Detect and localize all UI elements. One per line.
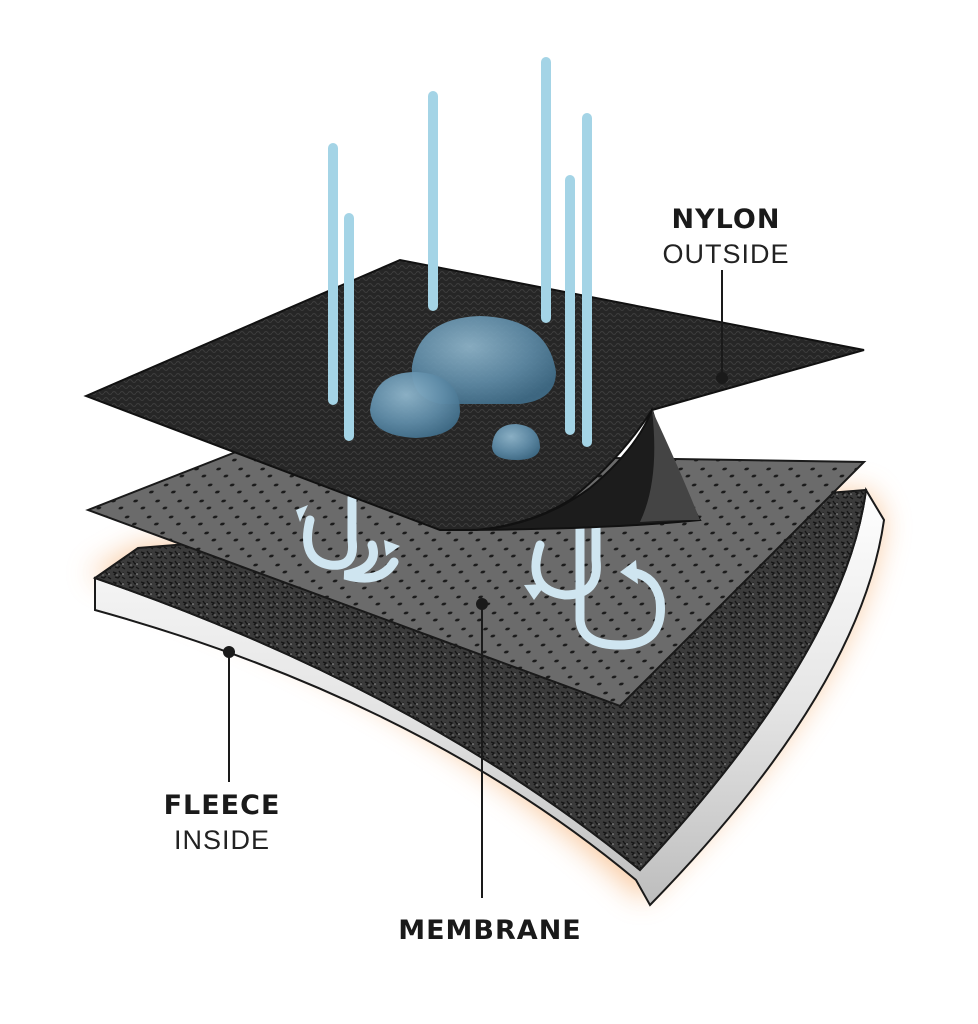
water-droplets [370, 316, 556, 460]
fleece-title: FLEECE [163, 790, 281, 821]
vapor-arrow-icon [524, 495, 665, 650]
fleece-label: FLEECE INSIDE [122, 792, 322, 854]
nylon-label: NYLON OUTSIDE [626, 206, 826, 268]
vapor-arrow-icon [296, 493, 400, 583]
fleece-subtitle: INSIDE [173, 825, 271, 855]
nylon-title: NYLON [671, 204, 781, 235]
nylon-subtitle: OUTSIDE [662, 239, 790, 269]
vapor-arrows [296, 493, 665, 650]
membrane-leader [476, 598, 488, 898]
fleece-leader [223, 646, 235, 782]
membrane-label: MEMBRANE [360, 917, 620, 944]
rain-streaks [328, 57, 592, 447]
water-droplet-icon [411, 316, 556, 404]
water-droplet-icon [370, 372, 460, 438]
water-droplet-icon [492, 424, 540, 460]
leader-lines [223, 270, 728, 898]
membrane-title: MEMBRANE [398, 915, 582, 946]
nylon-leader [716, 270, 728, 384]
